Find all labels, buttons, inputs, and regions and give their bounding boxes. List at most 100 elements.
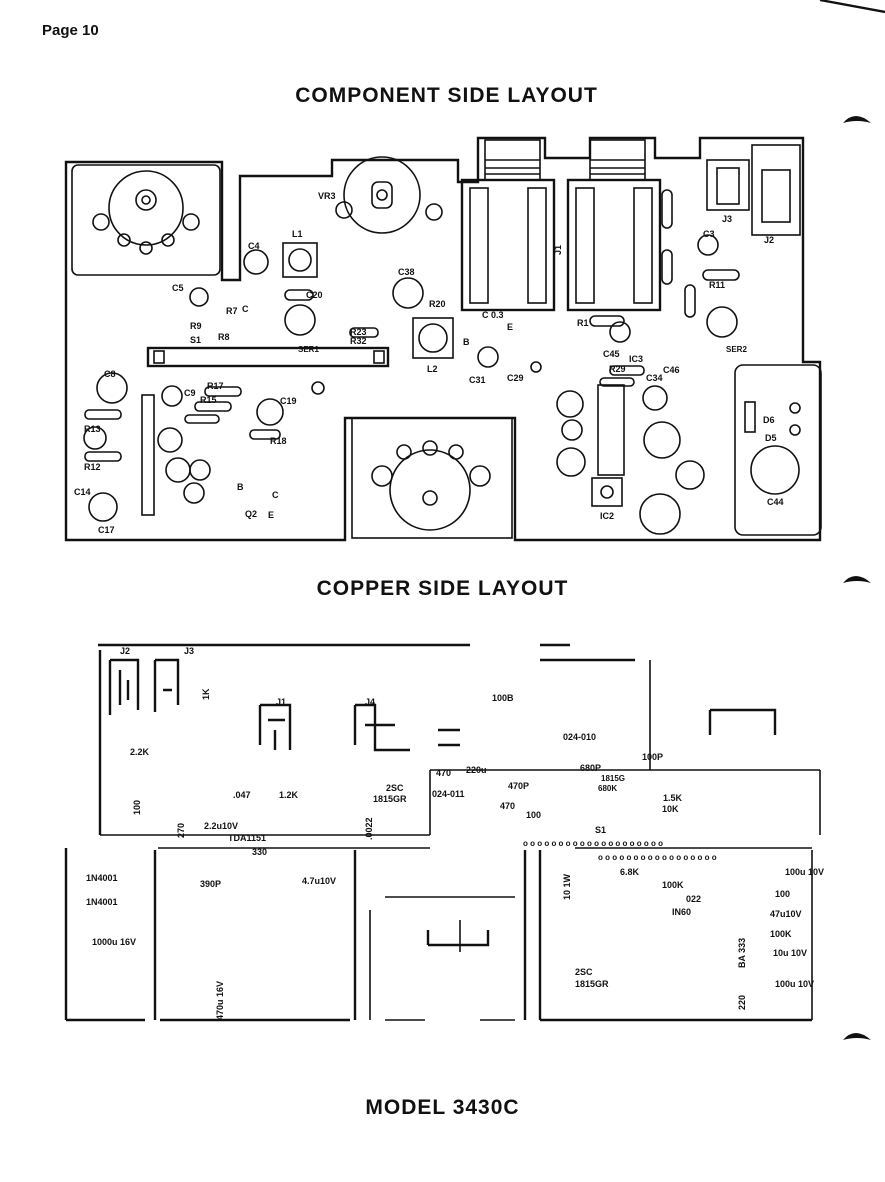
svg-text:680P: 680P	[580, 763, 601, 773]
svg-text:SER1: SER1	[298, 345, 319, 354]
svg-text:C9: C9	[184, 388, 196, 398]
svg-text:L2: L2	[427, 364, 438, 374]
svg-text:220: 220	[737, 995, 747, 1010]
svg-text:1815GR: 1815GR	[373, 794, 407, 804]
svg-text:J2: J2	[764, 235, 774, 245]
svg-text:Q2: Q2	[245, 509, 257, 519]
svg-text:2.2K: 2.2K	[130, 747, 150, 757]
svg-text:C3: C3	[703, 229, 715, 239]
svg-text:2SC: 2SC	[575, 967, 593, 977]
svg-text:470u 16V: 470u 16V	[215, 981, 225, 1020]
svg-text:2SC: 2SC	[386, 783, 404, 793]
svg-text:100u 10V: 100u 10V	[785, 867, 824, 877]
svg-text:C4: C4	[248, 241, 260, 251]
svg-text:TDA1151: TDA1151	[228, 833, 266, 843]
svg-text:6.8K: 6.8K	[620, 867, 640, 877]
svg-text:C44: C44	[767, 497, 784, 507]
copper-side-title: COPPER SIDE LAYOUT	[316, 577, 569, 600]
svg-text:C: C	[242, 304, 249, 314]
svg-text:L1: L1	[292, 229, 303, 239]
svg-text:R15: R15	[200, 395, 217, 405]
svg-text:IC2: IC2	[600, 511, 614, 521]
svg-text:R23: R23	[350, 327, 367, 337]
svg-text:100K: 100K	[770, 929, 792, 939]
svg-text:C5: C5	[172, 283, 184, 293]
svg-text:680K: 680K	[598, 784, 617, 793]
svg-text:J3: J3	[184, 646, 194, 656]
svg-text:R7: R7	[226, 306, 238, 316]
svg-text:100u 10V: 100u 10V	[775, 979, 814, 989]
page-number: Page 10	[42, 22, 99, 39]
svg-text:C31: C31	[469, 375, 486, 385]
svg-text:SER2: SER2	[726, 345, 747, 354]
svg-text:10 1W: 10 1W	[562, 873, 572, 900]
svg-text:J1: J1	[276, 697, 286, 707]
svg-text:022: 022	[686, 894, 701, 904]
svg-text:J3: J3	[722, 214, 732, 224]
svg-text:1815GR: 1815GR	[575, 979, 609, 989]
svg-text:J4: J4	[365, 697, 375, 707]
svg-text:100B: 100B	[492, 693, 514, 703]
svg-text:R13: R13	[84, 424, 101, 434]
svg-text:C20: C20	[306, 290, 323, 300]
corner-mark	[819, 0, 885, 14]
svg-text:2.2u10V: 2.2u10V	[204, 821, 238, 831]
svg-text:C45: C45	[603, 349, 620, 359]
copper-side-labels: J2 J3 J1 J4 100B 024-010 100P 680P 1815G…	[86, 646, 824, 1020]
component-side-parts: C4 C5 C38 C8 C9 C19 C14 C17 C34 C3 C31 C…	[74, 189, 801, 535]
svg-text:R12: R12	[84, 462, 101, 472]
svg-text:C 0.3: C 0.3	[482, 310, 504, 320]
svg-text:E: E	[268, 510, 274, 520]
hole-punch-mark	[843, 576, 871, 583]
svg-text:470P: 470P	[508, 781, 529, 791]
svg-text:1N4001: 1N4001	[86, 897, 118, 907]
svg-text:R1: R1	[577, 318, 589, 328]
svg-text:VR3: VR3	[318, 191, 336, 201]
component-side-title: COMPONENT SIDE LAYOUT	[295, 84, 598, 107]
component-side-board: VR3 L1 J1 J3 J2 S1 SER1 L2 S	[64, 136, 822, 542]
svg-text:220u: 220u	[466, 765, 487, 775]
svg-text:470: 470	[500, 801, 515, 811]
svg-text:R32: R32	[350, 336, 367, 346]
svg-text:47u10V: 47u10V	[770, 909, 802, 919]
svg-text:C38: C38	[398, 267, 415, 277]
svg-text:100P: 100P	[642, 752, 663, 762]
svg-text:IC3: IC3	[629, 354, 643, 364]
svg-text:390P: 390P	[200, 879, 221, 889]
svg-text:S1: S1	[595, 825, 606, 835]
svg-text:100K: 100K	[662, 880, 684, 890]
svg-text:C34: C34	[646, 373, 663, 383]
svg-text:R29: R29	[609, 364, 626, 374]
svg-text:100: 100	[775, 889, 790, 899]
svg-text:o o o o o o o o o o o o o o o: o o o o o o o o o o o o o o o o o o o o	[523, 839, 663, 848]
hole-punch-mark	[843, 1033, 871, 1040]
svg-text:R8: R8	[218, 332, 230, 342]
svg-text:100: 100	[526, 810, 541, 820]
svg-text:1.5K: 1.5K	[663, 793, 683, 803]
svg-text:C: C	[272, 490, 279, 500]
svg-text:C8: C8	[104, 369, 116, 379]
svg-text:IN60: IN60	[672, 907, 691, 917]
svg-text:D5: D5	[765, 433, 777, 443]
svg-text:.047: .047	[233, 790, 251, 800]
svg-text:C17: C17	[98, 525, 115, 535]
hole-punch-mark	[843, 116, 871, 123]
svg-text:1.2K: 1.2K	[279, 790, 299, 800]
svg-text:C19: C19	[280, 396, 297, 406]
copper-side-board	[64, 643, 821, 1022]
svg-text:270: 270	[176, 823, 186, 838]
svg-text:470: 470	[436, 768, 451, 778]
svg-text:J1: J1	[553, 245, 563, 255]
svg-text:1815G: 1815G	[601, 774, 625, 783]
svg-text:B: B	[463, 337, 470, 347]
svg-text:10K: 10K	[662, 804, 679, 814]
svg-text:o o o o o o o o o o o o o o o: o o o o o o o o o o o o o o o o o	[598, 853, 717, 862]
svg-text:BA 333: BA 333	[737, 938, 747, 968]
svg-text:R17: R17	[207, 381, 224, 391]
svg-text:C46: C46	[663, 365, 680, 375]
svg-text:B: B	[237, 482, 244, 492]
svg-text:S1: S1	[190, 335, 201, 345]
svg-text:C14: C14	[74, 487, 91, 497]
svg-text:R9: R9	[190, 321, 202, 331]
